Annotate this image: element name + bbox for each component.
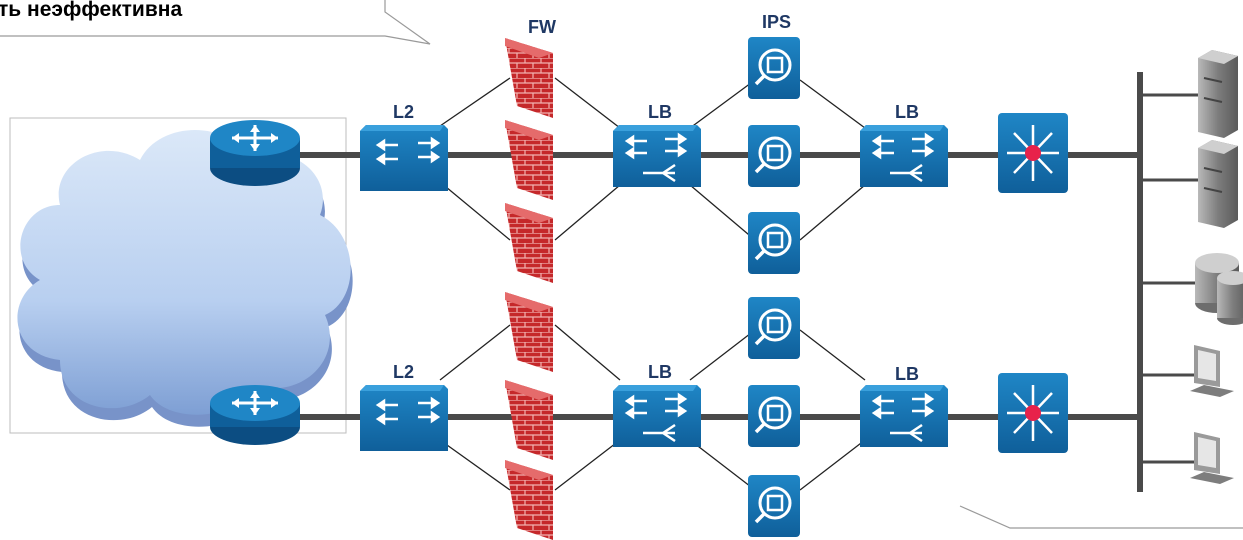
- database-icon: [1195, 253, 1243, 325]
- callout-text: ть неэффективна: [0, 0, 182, 21]
- core-switch-icon: [998, 113, 1068, 453]
- callout-bottom-right: [959, 505, 1243, 529]
- label-lb-3: LB: [648, 362, 672, 382]
- label-lb-1: LB: [648, 102, 672, 122]
- label-lb-4: LB: [895, 364, 919, 384]
- router-icon-top: [210, 120, 300, 186]
- l2-switch-icon-bottom: [360, 385, 448, 451]
- label-ips: IPS: [762, 12, 791, 32]
- load-balancer-icon: [613, 125, 948, 447]
- label-l2-top: L2: [393, 102, 414, 122]
- label-l2-bottom: L2: [393, 362, 414, 382]
- label-fw: FW: [528, 17, 556, 37]
- server-bus: [1137, 72, 1200, 492]
- firewall-brick-icon: [505, 38, 553, 540]
- thin-links: [439, 77, 866, 491]
- ips-sensor-icon: [748, 37, 800, 537]
- router-icon-bottom: [210, 385, 300, 445]
- server-tower-icon: [1198, 50, 1238, 228]
- label-lb-2: LB: [895, 102, 919, 122]
- workstation-icon: [1190, 345, 1234, 484]
- callout-top-left: ть неэффективна: [0, 0, 431, 45]
- cloud-icon: [17, 130, 353, 427]
- l2-switch-icon-top: [360, 125, 448, 191]
